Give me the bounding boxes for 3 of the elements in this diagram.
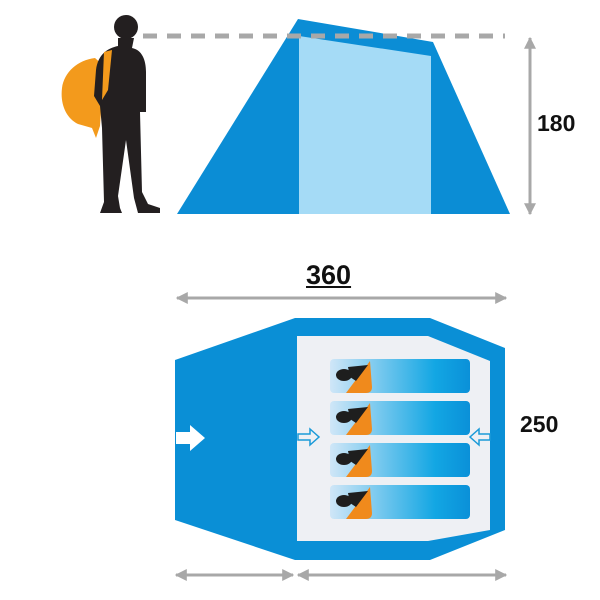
dimension-label: 180 (537, 112, 576, 135)
dimension-label: 360 (306, 262, 352, 289)
dimension-label: 250 (520, 413, 558, 436)
